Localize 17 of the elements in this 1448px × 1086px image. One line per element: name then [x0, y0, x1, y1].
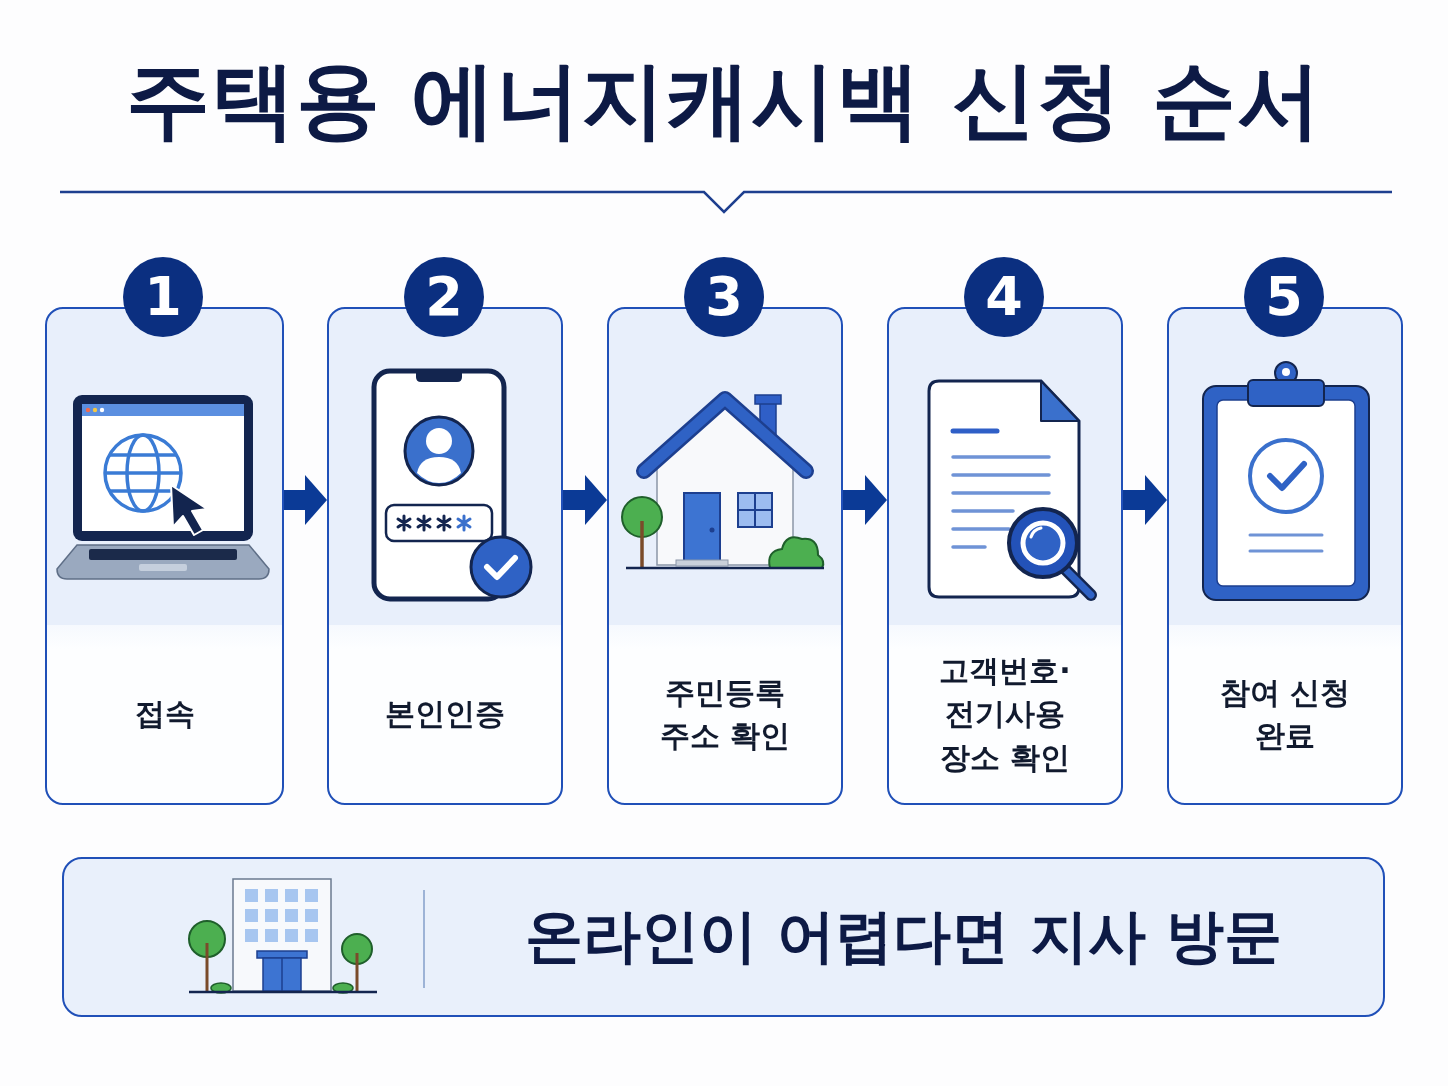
arrow [843, 475, 887, 525]
step-number-badge: 3 [684, 257, 764, 337]
arrow [284, 475, 327, 525]
step-label: 고객번호· 전기사용 장소 확인 [938, 651, 1072, 777]
step-label: 접속 [134, 695, 195, 734]
step-label: 주민등록 주소 확인 [658, 673, 792, 755]
step-number-badge: 1 [123, 257, 203, 337]
arrow [1123, 475, 1167, 525]
step-label: 참여 신청 완료 [1218, 673, 1352, 755]
arrow [563, 475, 607, 525]
step-number-badge: 5 [1244, 257, 1324, 337]
step-number-badge: 2 [404, 257, 484, 337]
notice-text: 온라인이 어렵다면 지사 방문 [525, 902, 1282, 972]
notice-banner [62, 857, 1385, 1017]
step-number-badge: 4 [964, 257, 1044, 337]
title: 주택용 에너지캐시백 신청 순서 [126, 50, 1322, 151]
step-label: 본인인증 [385, 695, 505, 734]
